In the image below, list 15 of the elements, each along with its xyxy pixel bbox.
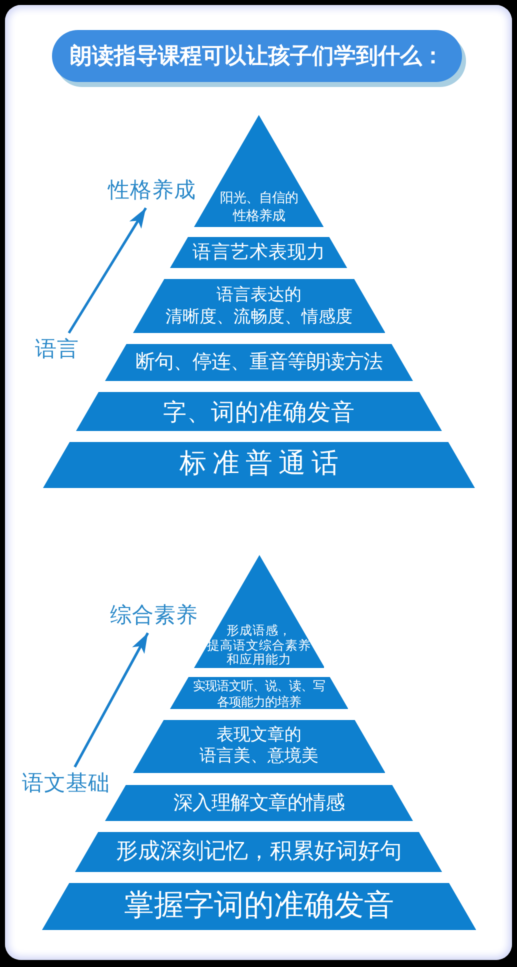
pyramid-tier: 字、词的准确发音 [76,392,442,431]
pyramid-tier: 语言艺术表现力 [170,237,348,268]
level-label: 性格养成 [108,174,196,208]
pyramid-tier: 形成深刻记忆，积累好词好句 [75,832,443,872]
pyramid-tier: 语言表达的清晰度、流畅度、情感度 [132,279,386,333]
arrow [68,207,147,334]
pyramid-peak: 阳光、自信的性格养成 [194,115,324,227]
pyramid-tier: 表现文章的语言美、意境美 [132,720,386,773]
arrow [74,632,149,768]
level-label: 语言 [35,333,79,367]
title-banner: 朗读指导课程可以让孩子们学到什么： [52,30,462,82]
pyramid-tier: 掌握字词的准确发音 [42,883,476,930]
pyramid-tier: 实现语文听、说、读、写各项能力的培养 [170,677,348,709]
pyramid-tier: 标准普通话 [43,442,475,488]
pyramid-tier: 断句、停连、重音等朗读方法 [104,344,413,381]
